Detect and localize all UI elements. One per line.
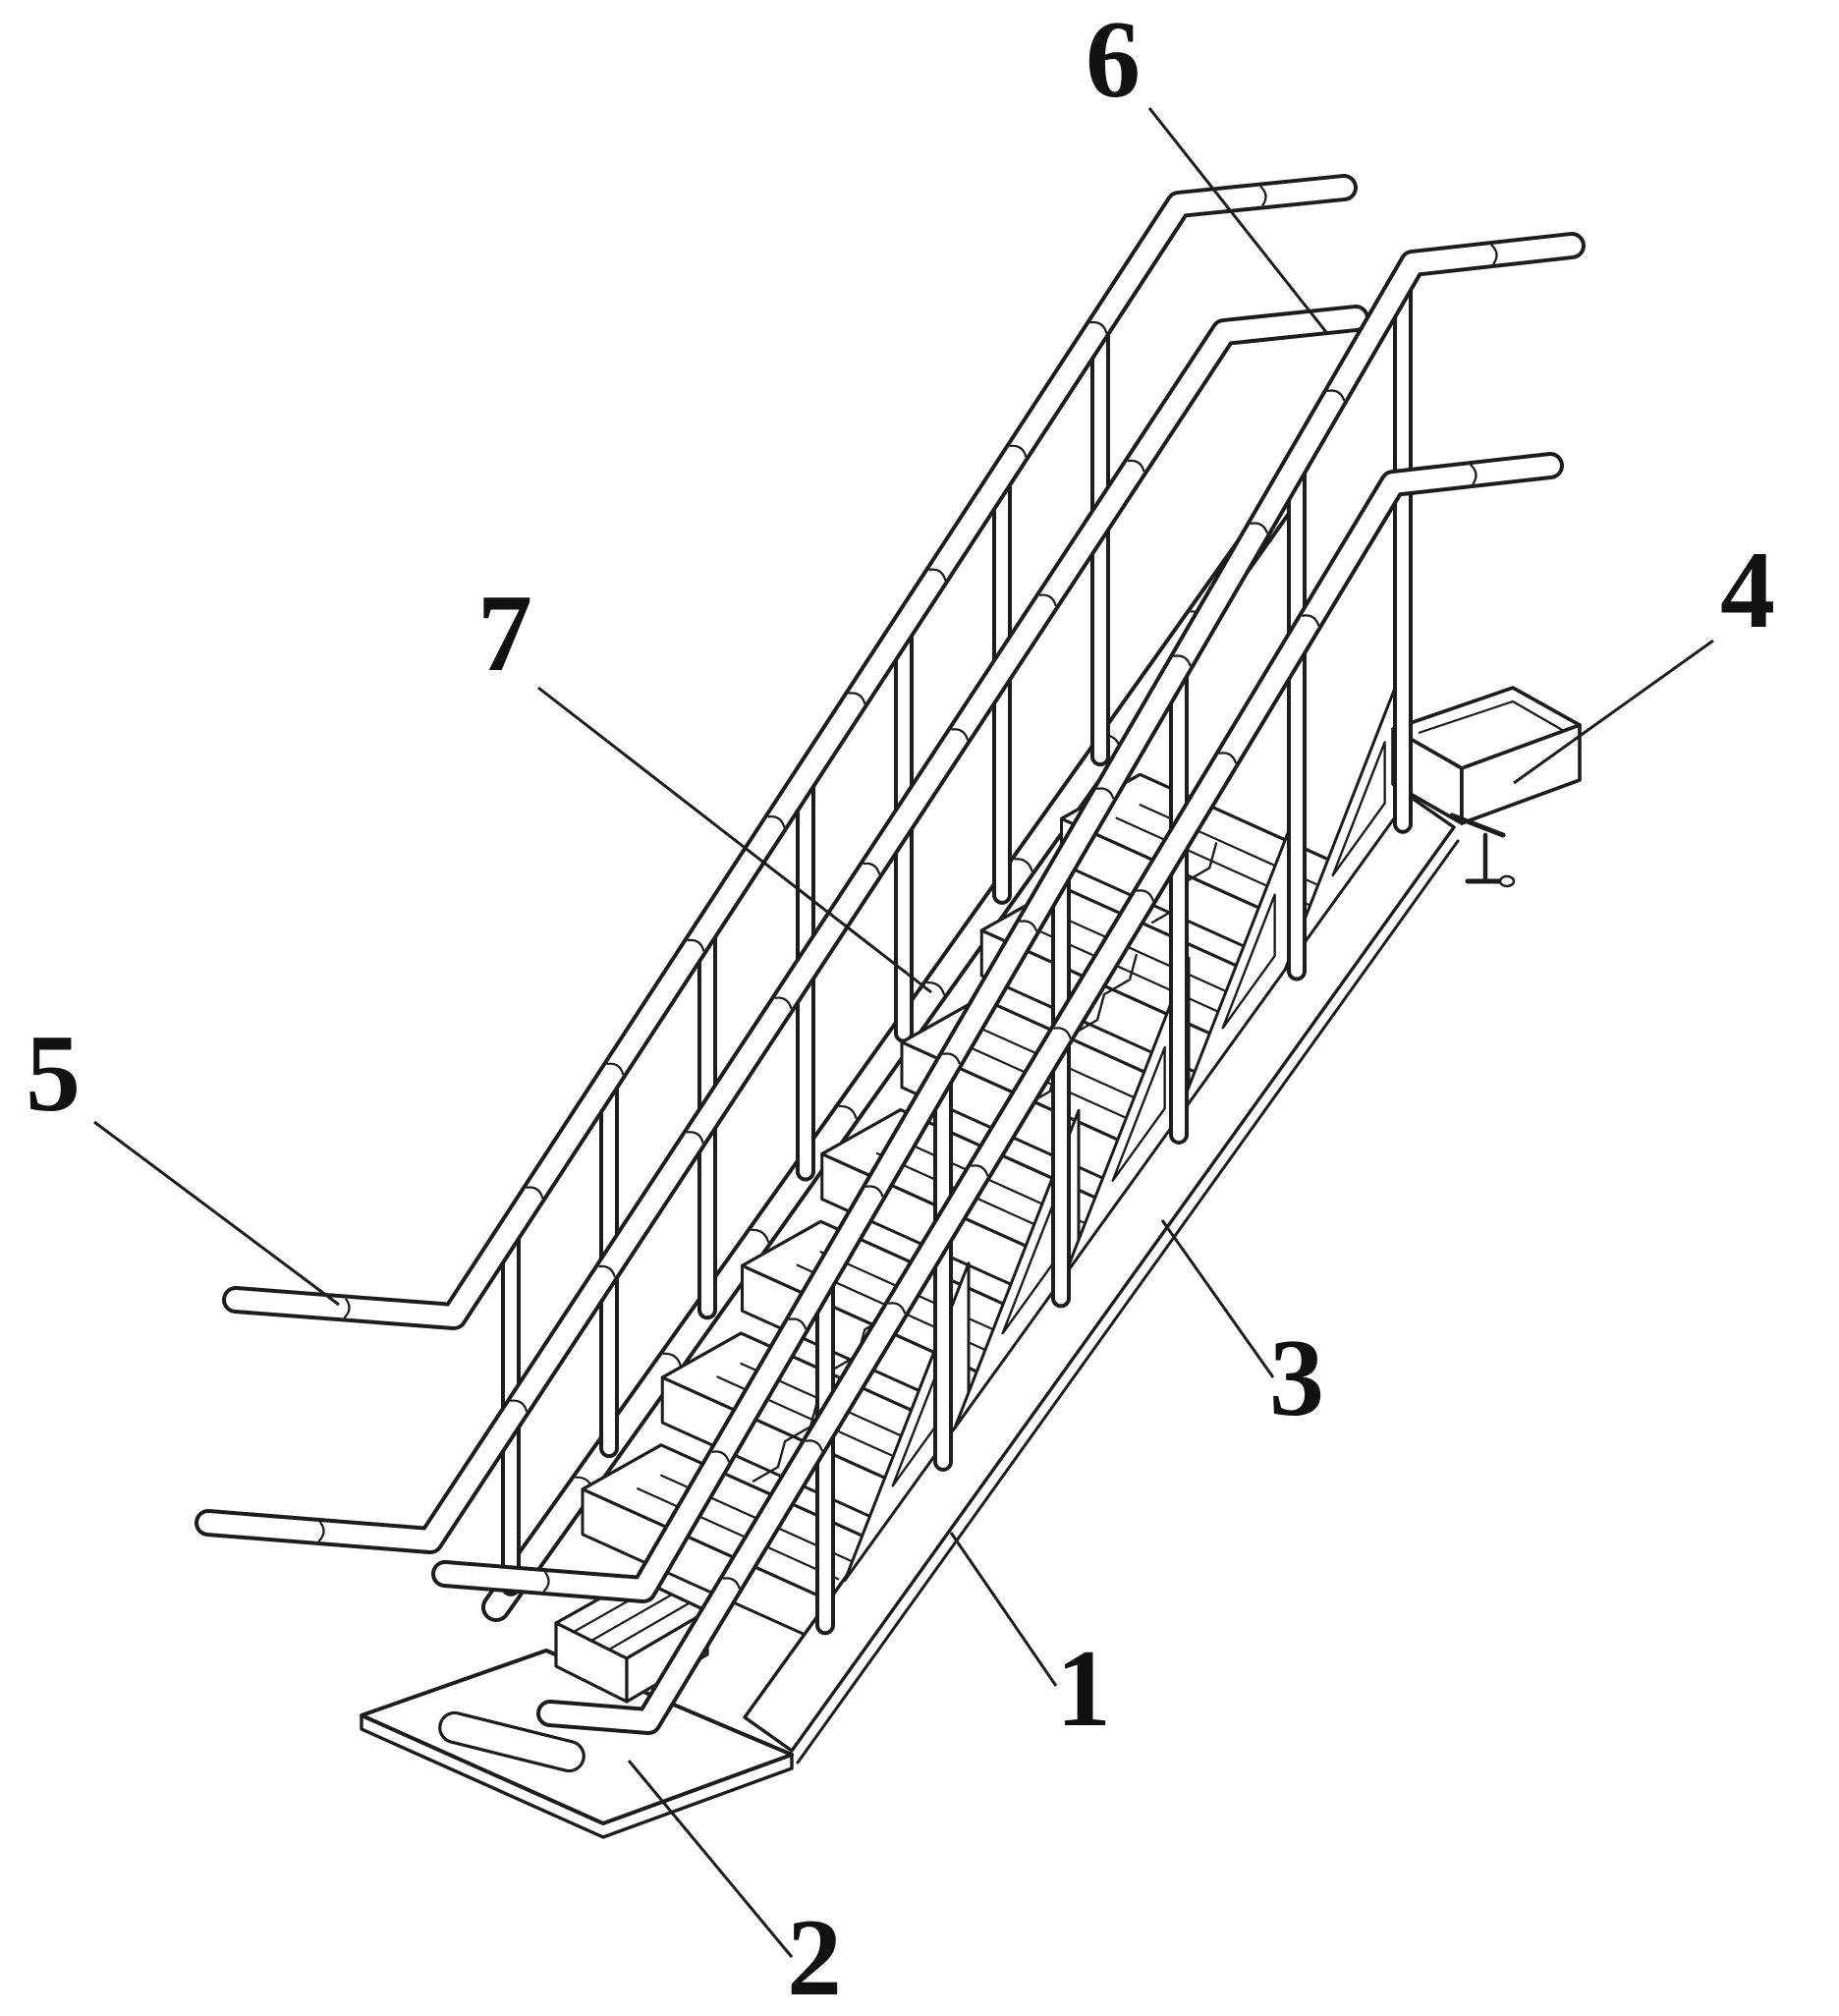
near-middle-handrail-tick (1053, 1027, 1072, 1039)
serrated-stringer-zigzag (752, 1400, 819, 1484)
ref-label-4: 4 (1720, 530, 1775, 651)
near-top-handrail-bore (435, 236, 1582, 1599)
near-middle-handrail-end-tick (1470, 464, 1477, 485)
far-top-handrail-tick (1089, 320, 1108, 334)
near-top-handrail-tick (1019, 920, 1038, 932)
ref-label-6: 6 (1086, 0, 1141, 121)
far-middle-handrail-tick (863, 862, 881, 875)
base-plate-thickness-edge (360, 1715, 794, 1839)
support-gusset (953, 1108, 1081, 1429)
far-top-handrail-tick (687, 938, 705, 952)
near-top-handrail-tick (1095, 787, 1115, 800)
near-top-handrail-tick (788, 1317, 808, 1330)
near-middle-handrail-tick (971, 1164, 989, 1177)
near-middle-handrail-tick (887, 1302, 907, 1315)
clamp-handle-knob (1498, 874, 1516, 888)
gusset-cutout (1221, 893, 1276, 1030)
leader-line-7 (537, 686, 932, 994)
near-middle-handrail-bore (540, 456, 1560, 1731)
mount-bracket-side (1460, 723, 1582, 825)
near-top-handrail-end-tick (1490, 244, 1498, 265)
near-top-handrail-tick (1326, 389, 1346, 402)
far-middle-handrail-end-tick (317, 1521, 325, 1542)
gusset-cutout (1111, 1045, 1166, 1182)
leader-line-1 (949, 1532, 1058, 1687)
near-top-handrail-tick (1173, 654, 1192, 667)
ref-label-2: 2 (787, 1897, 842, 2016)
leader-line-2 (627, 1760, 794, 1958)
far-stringer-rod-tick (662, 1352, 682, 1367)
near-top-handrail-tick (865, 1185, 884, 1198)
wedge-tread-stripe (589, 1593, 674, 1643)
far-top-handrail-end-tick (1259, 185, 1267, 207)
gusset-cutout (1331, 741, 1386, 877)
far-stringer-rod-tick (838, 1104, 858, 1120)
serrated-stringer-zigzag (1071, 953, 1139, 1036)
near-middle-handrail-tick (805, 1439, 824, 1452)
far-middle-handrail-tick (1127, 459, 1145, 473)
far-top-handrail-tick (928, 568, 947, 582)
far-top-handrail-bore (226, 178, 1354, 1326)
near-middle-handrail-tick (722, 1577, 741, 1590)
far-stringer-rod-tick (1014, 858, 1033, 872)
far-top-handrail-tick (526, 1186, 544, 1200)
far-top-handrail-tick (606, 1062, 625, 1076)
clamp-arm (1449, 812, 1506, 838)
leader-line-6 (1147, 107, 1328, 333)
bracket-top-inset (1418, 700, 1565, 735)
ref-label-7: 7 (477, 573, 532, 695)
leader-line-3 (1160, 1219, 1275, 1378)
far-middle-handrail-tick (951, 728, 970, 741)
near-middle-handrail-tick (1136, 889, 1154, 902)
near-top-handrail-end-tick (542, 1571, 550, 1593)
near-top-handrail-tick (711, 1450, 730, 1463)
tread-groove (819, 1251, 1023, 1344)
far-middle-handrail-bore (198, 308, 1365, 1550)
far-middle-handrail-tick (510, 1399, 529, 1413)
far-middle-handrail-tick (1038, 593, 1057, 607)
near-middle-handrail-tick (1302, 614, 1320, 627)
far-middle-handrail-tick (598, 1264, 616, 1278)
far-middle-handrail-tick (686, 1131, 704, 1144)
near-top-handrail-tick (1250, 522, 1269, 534)
base-plate-slot (438, 1710, 585, 1773)
near-middle-handrail-tick (1218, 752, 1238, 764)
far-stringer-rod-tick (751, 1228, 770, 1244)
far-stringer-rod-bore (485, 483, 1298, 1618)
tread-groove (637, 1487, 840, 1581)
ref-label-3: 3 (1269, 1317, 1324, 1439)
far-top-handrail-tick (848, 692, 866, 704)
near-top-handrail-tick (942, 1052, 961, 1065)
ref-label-1: 1 (1056, 1628, 1111, 1750)
leader-line-5 (93, 1120, 340, 1307)
wedge-tread-stripe (607, 1601, 692, 1652)
ref-label-5: 5 (26, 1013, 81, 1135)
leader-line-4 (1513, 639, 1714, 785)
annotations-layer: 1 2 3 4 5 6 7 (26, 0, 1775, 2016)
base-rail-bottom-edge (796, 839, 1460, 1764)
far-stringer-rod-tick (926, 981, 946, 996)
far-top-handrail-tick (1009, 444, 1028, 458)
far-middle-handrail-tick (774, 996, 793, 1010)
far-top-handrail-end-tick (343, 1297, 351, 1319)
stair-assembly-drawing (195, 174, 1586, 1839)
far-top-handrail-tick (767, 815, 786, 828)
